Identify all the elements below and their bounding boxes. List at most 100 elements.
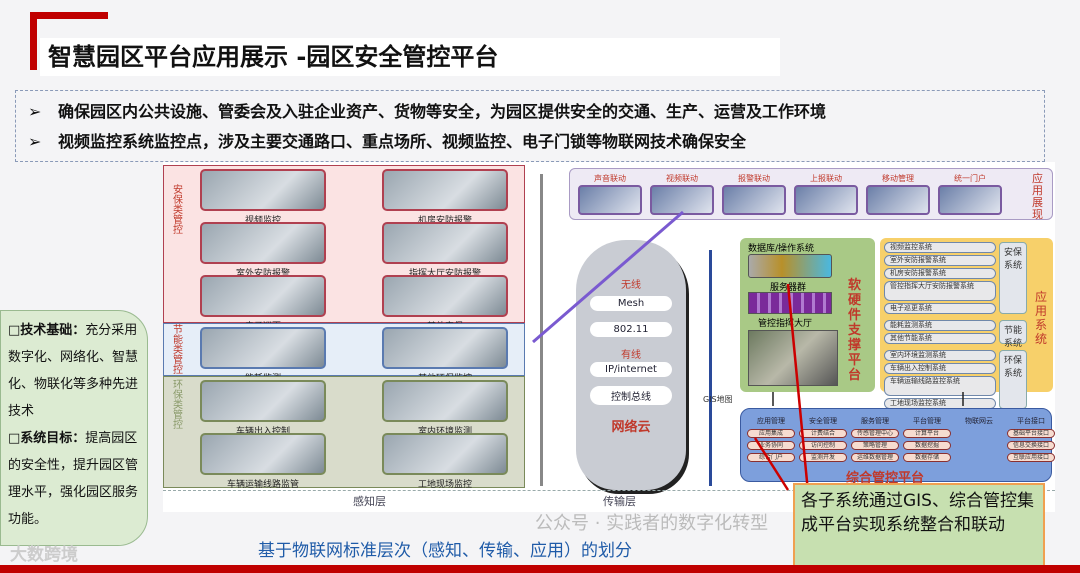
platform-item: 监测开发 [799, 453, 847, 462]
app-systems-label: 应用系统 [1034, 290, 1047, 346]
logo-watermark: 大数跨境 [10, 545, 78, 565]
footer-bar [0, 565, 1080, 573]
system-item: 其他节能系统 [884, 333, 996, 344]
right-callout: 各子系统通过GIS、综合管控集成平台实现系统整合和联动 [793, 483, 1045, 567]
thumbnail-image [200, 327, 326, 369]
system-item: 能耗监测系统 [884, 320, 996, 331]
perception-bus-line [540, 174, 543, 486]
architecture-diagram: 安保类管控视频监控机房安防报警室外安防报警指挥大厅安防报警电子巡更其他安保节能类… [163, 162, 1055, 512]
gis-label: GIS地图 [703, 395, 733, 404]
database-image [748, 254, 832, 278]
thumbnail-image [200, 222, 326, 264]
app-display-item-label: 报警联动 [738, 174, 770, 183]
cloud-mesh: Mesh [590, 296, 672, 311]
platform-item: 计费结合 [799, 429, 847, 438]
app-display-image [938, 185, 1002, 215]
bullet-item: ➢ 视频监控系统监控点，涉及主要交通路口、重点场所、视频监控、电子门锁等物联网技术… [28, 127, 1044, 157]
transport-bus-line [709, 250, 712, 486]
system-item: 电子巡更系统 [884, 303, 996, 314]
system-group-label: 安保系统 [999, 242, 1027, 314]
platform-column-head: 服务管理 [861, 417, 889, 425]
bullet-text: 确保园区内公共设施、管委会及入驻企业资产、货物等安全，为园区提供安全的交通、生产… [58, 102, 827, 121]
app-display-item-label: 统一门户 [954, 174, 986, 183]
card-caption: 机房安防报警 [417, 216, 472, 226]
zone-label: 环保类管控 [173, 380, 183, 431]
system-group-label: 节能系统 [999, 320, 1027, 349]
app-display-label: 应用展现 [1032, 172, 1043, 221]
app-display-image [866, 185, 930, 215]
platform-label: 综合管控平台 [846, 471, 925, 486]
card-caption: 车辆运输线路监管 [226, 480, 299, 490]
platform-column-head: 平台管理 [913, 417, 941, 425]
system-item: 室内环境监测系统 [884, 350, 996, 361]
card-caption: 工地现场监控 [417, 480, 472, 490]
red-arrow [786, 283, 810, 493]
card-caption: 指挥大厅安防报警 [408, 269, 481, 279]
card-caption: 室内环境监测 [417, 427, 472, 437]
platform-item: 计算平台 [903, 429, 951, 438]
thumbnail-image [382, 275, 508, 317]
layer-labels: 感知层 传输层 [163, 490, 1055, 510]
system-item: 室外安防报警系统 [884, 255, 996, 266]
cloud-ip: IP/internet [590, 362, 672, 377]
system-item: 视频监控系统 [884, 242, 996, 253]
thumbnail-image [200, 380, 326, 422]
zone-2: 环保类管控车辆出入控制室内环境监测车辆运输线路监管工地现场监控 [163, 376, 525, 490]
cloud-wired: 有线 [621, 350, 641, 361]
cloud-name: 网络云 [611, 420, 651, 435]
integrated-control-platform: 综合管控平台 应用管理应用集成业务协同综合门户安全管理计费结合访问控制监测开发服… [740, 408, 1055, 486]
thumbnail-image [382, 222, 508, 264]
red-arrow [753, 437, 790, 491]
app-display-item-label: 声音联动 [594, 174, 626, 183]
zone-label: 节能类管控 [173, 325, 183, 376]
platform-item: 基础平台接口 [1007, 429, 1055, 438]
cloud-wifi: 802.11 [590, 322, 672, 337]
hw-platform-label: 软硬件支撑平台 [848, 278, 862, 383]
platform-item: 数据存储 [903, 453, 951, 462]
system-item: 车辆运输线路监控系统 [884, 376, 996, 396]
application-systems: 应用系统 视频监控系统室外安防报警系统机房安防报警系统管控指挥大厅安防报警系统电… [880, 238, 1053, 409]
app-display-item-label: 上报联动 [810, 174, 842, 183]
thumbnail-image [200, 433, 326, 475]
thumbnail-image [382, 380, 508, 422]
bullet-text: 视频监控系统监控点，涉及主要交通路口、重点场所、视频监控、电子门锁等物联网技术确… [58, 132, 747, 151]
platform-item: 信息交换接口 [1007, 441, 1055, 450]
db-label: 数据库/操作系统 [748, 244, 815, 254]
zone-1: 节能类管控能耗监测其他环保监控 [163, 323, 525, 384]
zone-label: 安保类管控 [173, 185, 183, 236]
network-cloud: 无线 Mesh 802.11 有线 IP/internet 控制总线 网络云 [576, 240, 686, 490]
card-caption: 视频监控 [244, 216, 281, 226]
diagram-caption: 基于物联网标准层次（感知、传输、应用）的划分 [258, 541, 632, 561]
system-item: 机房安防报警系统 [884, 268, 996, 279]
arrow-icon: ➢ [28, 132, 42, 151]
cloud-bus: 控制总线 [590, 386, 672, 405]
link-lightning [532, 210, 684, 344]
left-callout: □技术基础：充分采用数字化、网络化、智慧化、物联化等多种先进技术 □系统目标：提… [0, 310, 148, 546]
thumbnail-image [382, 327, 508, 369]
platform-item: 业务协同 [747, 441, 795, 450]
card-caption: 室外安防报警 [235, 269, 290, 279]
bullet-list: ➢ 确保园区内公共设施、管委会及入驻企业资产、货物等安全，为园区提供安全的交通、生… [15, 90, 1045, 162]
arrow-icon: ➢ [28, 102, 42, 121]
app-display-item-label: 视频联动 [666, 174, 698, 183]
gis-map-image [748, 330, 838, 386]
platform-item: 数据挖掘 [903, 441, 951, 450]
watermark: 公众号 · 实践者的数字化转型 [535, 513, 769, 534]
system-group-label: 环保系统 [999, 350, 1027, 409]
thumbnail-image [200, 169, 326, 211]
app-display-image [794, 185, 858, 215]
thumbnail-image [382, 169, 508, 211]
arrows-overlay [532, 210, 964, 493]
system-goal-title: □系统目标： [8, 431, 86, 446]
platform-item: 策略管理 [851, 441, 899, 450]
tech-basis-title: □技术基础： [8, 323, 86, 338]
thumbnail-image [200, 275, 326, 317]
cloud-wireless: 无线 [621, 280, 641, 291]
title-corner-decoration [30, 12, 108, 70]
system-item: 车辆出入控制系统 [884, 363, 996, 374]
layer-perception: 感知层 [353, 495, 386, 508]
tech-basis-text: 充分采用数字化、网络化、智慧化、物联化等多种先进技术 [8, 323, 139, 419]
app-display-image [722, 185, 786, 215]
system-goal-text: 提高园区的安全性，提升园区管理水平，强化园区服务功能。 [8, 431, 139, 527]
platform-column-head: 平台接口 [1017, 417, 1045, 425]
